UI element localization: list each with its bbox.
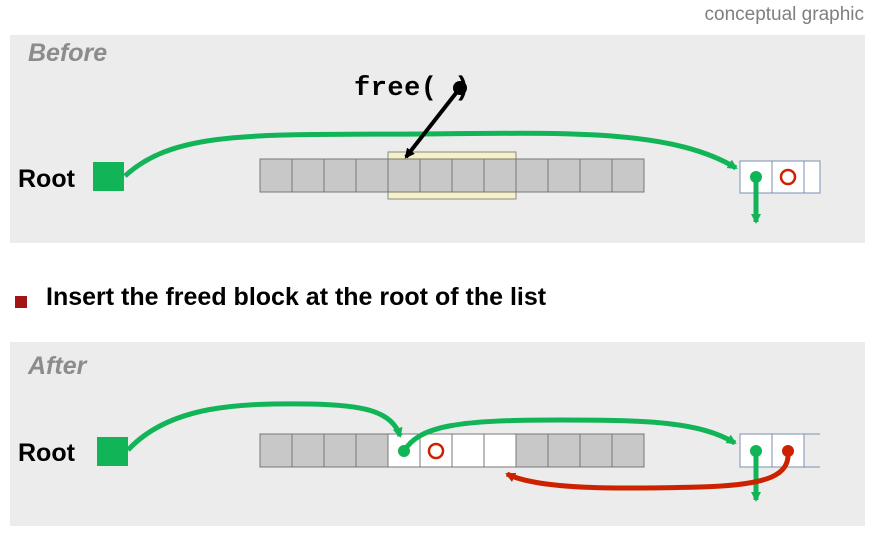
- freed-prev-null-circle: [427, 442, 445, 460]
- heap-cell: [291, 158, 325, 193]
- heap-cell: [611, 433, 645, 468]
- before-root-next-arrow: [123, 130, 738, 178]
- bullet-text: Insert the freed block at the root of th…: [46, 283, 547, 311]
- after-root-label: Root: [18, 439, 75, 467]
- heap-cell: [323, 158, 357, 193]
- heap-cell: [355, 433, 389, 468]
- free-pointer-arrow: [404, 86, 462, 159]
- prev-null-circle: [779, 168, 797, 186]
- list-cell: [803, 160, 821, 194]
- heap-cell: [547, 433, 581, 468]
- after-heap-cells: [259, 433, 645, 468]
- heap-cell: [419, 158, 453, 193]
- heap-cell: [483, 158, 517, 193]
- freed-cell: [483, 433, 517, 468]
- heap-cell: [291, 433, 325, 468]
- prev-back-arrow: [505, 450, 791, 491]
- before-heap-cells: [259, 151, 645, 200]
- heap-cell: [547, 158, 581, 193]
- heap-cell: [259, 433, 293, 468]
- after-root-pointer: [97, 437, 128, 466]
- after-root-to-freed-arrow: [126, 401, 403, 452]
- before-root-label: Root: [18, 165, 75, 193]
- heap-cell: [515, 433, 549, 468]
- before-title: Before: [28, 39, 108, 67]
- heap-cell: [579, 158, 613, 193]
- heap-cell: [451, 158, 485, 193]
- heap-cell: [259, 158, 293, 193]
- after-title: After: [28, 352, 87, 380]
- heap-cell: [611, 158, 645, 193]
- freed-next-arrow: [401, 417, 737, 453]
- heap-cell: [355, 158, 389, 193]
- bullet-square: [15, 296, 27, 308]
- before-panel: Before: [10, 35, 865, 243]
- heap-cell: [323, 433, 357, 468]
- heap-cell: [579, 433, 613, 468]
- freed-cell: [451, 433, 485, 468]
- before-root-pointer: [93, 162, 124, 191]
- heap-cell: [387, 158, 421, 193]
- heap-cell: [515, 158, 549, 193]
- conceptual-graphic-tag: conceptual graphic: [704, 4, 865, 25]
